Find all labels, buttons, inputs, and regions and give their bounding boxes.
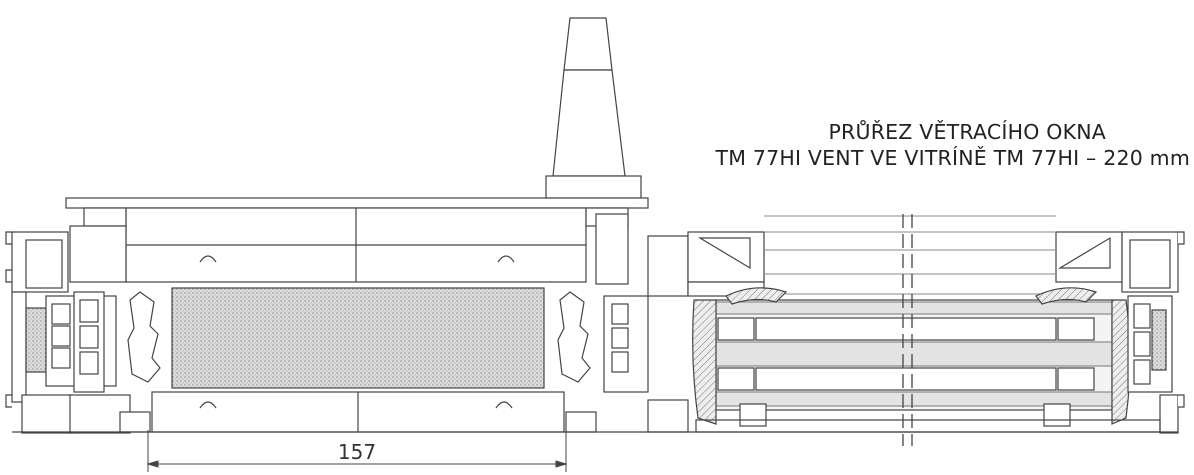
bottom-profile: [119, 391, 597, 433]
top-profile: [65, 197, 649, 283]
right-thermal-break: [557, 291, 591, 383]
dimension-line: [146, 430, 568, 472]
vent-right-sash: [1127, 295, 1173, 393]
left-sash: [45, 291, 117, 393]
left-thermal-break: [127, 291, 161, 383]
break-line-icon: [902, 214, 913, 446]
vent-left-frame: [687, 231, 765, 297]
dimension-value: 157: [338, 440, 376, 464]
left-frame: [5, 225, 131, 434]
section-title-line1: PRŮŘEZ VĚTRACÍHO OKNA: [828, 120, 1106, 144]
ventilator-chimney-icon: [545, 17, 642, 199]
vent-right-frame: [1055, 231, 1185, 434]
triple-glazing-unit: [715, 299, 1113, 411]
vent-gaskets: [692, 287, 1131, 425]
middle-bottom-profile: [647, 399, 689, 433]
section-title-line2: TM 77HI VENT VE VITRÍNĚ TM 77HI – 220 mm: [715, 146, 1190, 170]
middle-sash: [595, 213, 689, 393]
vent-glazing-top-lines: [764, 215, 1056, 295]
center-insulation-panel: [171, 287, 545, 389]
